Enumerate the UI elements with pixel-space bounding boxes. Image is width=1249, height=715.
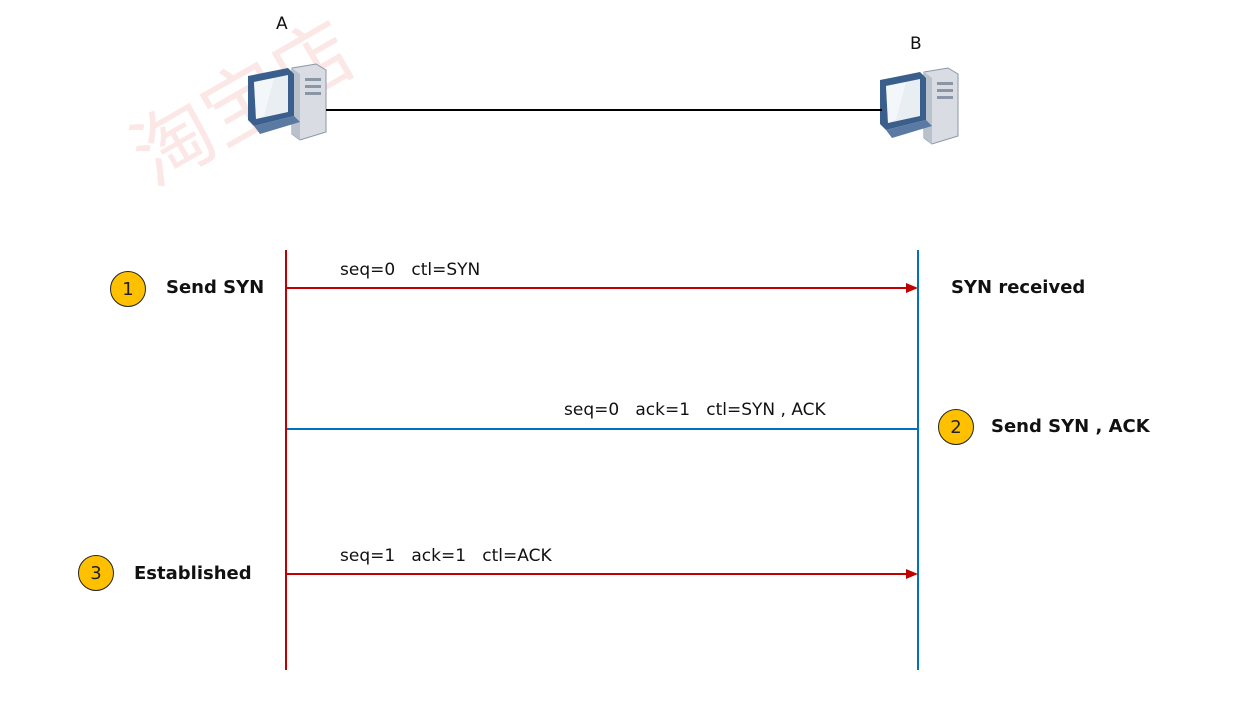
- lifeline-host-a: [285, 250, 287, 670]
- step-badge-3: 3: [78, 555, 114, 591]
- step-label-2: Send SYN , ACK: [991, 416, 1150, 437]
- host-b-label: B: [910, 34, 922, 54]
- network-link: [326, 109, 882, 111]
- step-badge-2: 2: [938, 409, 974, 445]
- lifeline-host-b: [917, 250, 919, 670]
- message-label-syn: seq=0 ctl=SYN: [340, 260, 481, 280]
- step-badge-1: 1: [110, 271, 146, 307]
- host-a-label: A: [276, 14, 288, 34]
- step-label-1: Send SYN: [166, 277, 265, 298]
- arrow-ack: [287, 569, 918, 579]
- host-b-computer-icon: [876, 66, 962, 150]
- message-label-syn-ack: seq=0 ack=1 ctl=SYN , ACK: [564, 400, 826, 420]
- arrow-syn: [287, 283, 918, 293]
- step-label-3: Established: [134, 563, 252, 584]
- message-label-ack: seq=1 ack=1 ctl=ACK: [340, 546, 552, 566]
- state-syn-received: SYN received: [951, 277, 1086, 298]
- host-a-computer-icon: [244, 62, 330, 146]
